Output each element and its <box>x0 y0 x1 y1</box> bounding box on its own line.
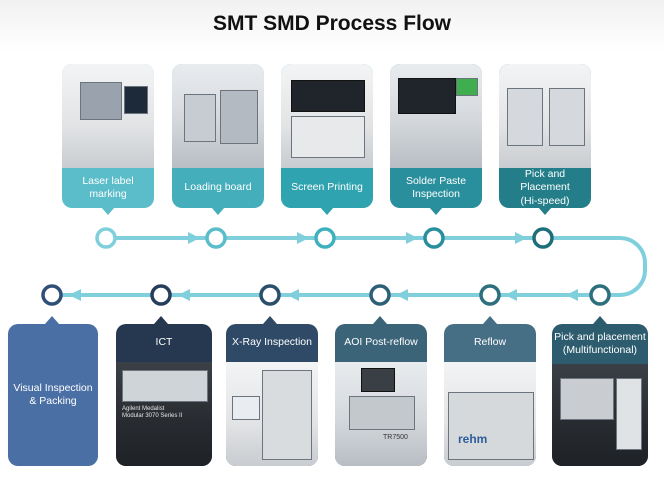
spi-photo <box>390 64 482 168</box>
flow-node <box>369 284 391 306</box>
step-label-laser-marking: Laser label marking <box>82 174 134 200</box>
card-pointer <box>101 207 115 215</box>
flow-node <box>314 227 336 249</box>
step-card-ict: ICT Agilent Medalist Modular 3070 Series… <box>116 324 212 466</box>
flow-arrow <box>505 289 517 301</box>
step-card-pick-place-hispeed: Pick and Placement (Hi-speed) <box>499 64 591 208</box>
step-label-xray: X-Ray Inspection <box>232 336 312 349</box>
flow-arrow <box>515 232 527 244</box>
ict-panel-text: Agilent Medalist Modular 3070 Series II <box>122 406 183 420</box>
step-card-solder-paste-inspection: Solder Paste Inspection <box>390 64 482 208</box>
flow-node <box>205 227 227 249</box>
step-label-reflow: Reflow <box>473 336 507 349</box>
machine-window <box>549 88 585 146</box>
reflow-brand-text: rehm <box>458 432 488 446</box>
flow-node <box>532 227 554 249</box>
card-pointer <box>483 316 497 324</box>
flow-node <box>41 284 63 306</box>
flow-node <box>95 227 117 249</box>
machine-window <box>220 90 258 144</box>
flow-node <box>423 227 445 249</box>
flow-node <box>589 284 611 306</box>
flow-node <box>479 284 501 306</box>
card-pointer <box>320 207 334 215</box>
pick-place-hispeed-photo <box>499 64 591 168</box>
pick-place-multi-photo <box>552 364 648 466</box>
reflow-photo: rehm <box>444 362 536 466</box>
flow-node <box>150 284 172 306</box>
aoi-model-text: TR7500 <box>383 434 408 441</box>
title-band <box>0 0 664 52</box>
screen-printing-photo <box>281 64 373 168</box>
page-title: SMT SMD Process Flow <box>212 12 452 35</box>
step-label-spi: Solder Paste Inspection <box>405 174 467 200</box>
flow-path <box>52 236 647 297</box>
step-card-visual-inspection: Visual Inspection & Packing <box>8 324 98 466</box>
flow-arrow <box>178 289 190 301</box>
step-card-pick-place-multi: Pick and placement (Multifunctional) <box>552 324 648 466</box>
monitor <box>232 396 260 420</box>
flow-arrow <box>396 289 408 301</box>
machine-panel <box>291 116 365 158</box>
step-label-pick-place-hispeed: Pick and Placement (Hi-speed) <box>520 168 570 207</box>
card-pointer <box>429 207 443 215</box>
card-pointer <box>211 207 225 215</box>
machine-body <box>262 370 312 460</box>
flow-arrow <box>69 289 81 301</box>
monitor <box>456 78 478 96</box>
monitor <box>361 368 395 392</box>
aoi-photo: TR7500 <box>335 362 427 466</box>
step-card-laser-marking: Laser label marking <box>62 64 154 208</box>
laser-marking-photo <box>62 64 154 168</box>
machine-window <box>80 82 122 120</box>
machine-window <box>184 94 216 142</box>
card-pointer <box>45 316 59 324</box>
flow-arrow <box>287 289 299 301</box>
flow-arrow <box>406 232 418 244</box>
step-label-screen-printing: Screen Printing <box>291 181 363 194</box>
ict-photo: Agilent Medalist Modular 3070 Series II <box>116 362 212 466</box>
card-pointer <box>593 316 607 324</box>
flow-node <box>259 284 281 306</box>
machine-window <box>398 78 456 114</box>
machine-window <box>291 80 365 112</box>
step-card-xray-inspection: X-Ray Inspection <box>226 324 318 466</box>
step-card-reflow: Reflow rehm <box>444 324 536 466</box>
machine-panel <box>122 370 208 402</box>
card-pointer <box>263 316 277 324</box>
machine-window <box>349 396 415 430</box>
step-label-ict: ICT <box>155 336 173 349</box>
machine-window <box>560 378 614 420</box>
card-pointer <box>154 316 168 324</box>
xray-photo <box>226 362 318 466</box>
step-label-visual-inspection: Visual Inspection & Packing <box>13 381 93 407</box>
step-label-aoi: AOI Post-reflow <box>344 336 418 349</box>
machine-body <box>448 392 534 460</box>
flow-arrow <box>297 232 309 244</box>
monitor <box>124 86 148 114</box>
step-card-loading-board: Loading board <box>172 64 264 208</box>
loading-board-photo <box>172 64 264 168</box>
step-card-aoi-post-reflow: AOI Post-reflow TR7500 <box>335 324 427 466</box>
card-pointer <box>373 316 387 324</box>
machine-window <box>616 378 642 450</box>
machine-window <box>507 88 543 146</box>
flow-arrow <box>188 232 200 244</box>
step-label-pick-place-multi: Pick and placement (Multifunctional) <box>554 330 646 356</box>
step-label-loading-board: Loading board <box>184 181 252 194</box>
card-pointer <box>538 207 552 215</box>
step-card-screen-printing: Screen Printing <box>281 64 373 208</box>
flow-arrow <box>566 289 578 301</box>
